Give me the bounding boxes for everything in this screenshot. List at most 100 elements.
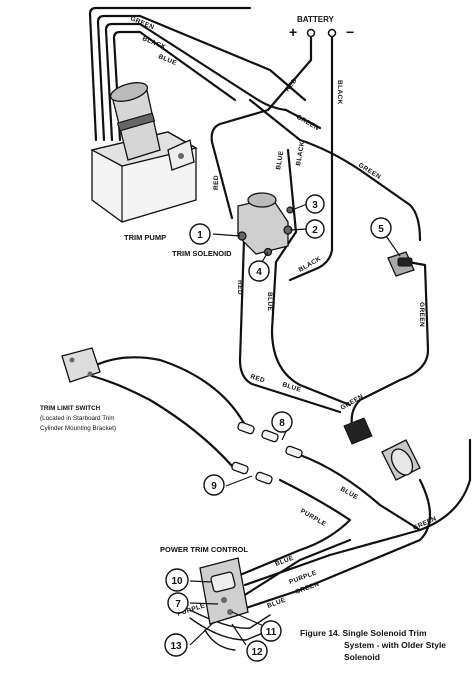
trim-sender-connector	[387, 251, 415, 277]
harness-plugs	[343, 417, 421, 481]
svg-text:7: 7	[175, 599, 181, 610]
caption-line-1: Figure 14. Single Solenoid Trim	[300, 628, 427, 638]
connector-5-plug	[397, 257, 413, 267]
trim-limit-note-2: Cylinder Mounting Bracket)	[40, 425, 116, 432]
battery-negative-terminal	[327, 28, 337, 38]
caption-line-2: System - with Older Style	[344, 640, 446, 650]
wire-blue-top	[104, 22, 322, 142]
wire-limit-switch-2	[90, 374, 234, 468]
callout-1: 1	[189, 223, 211, 245]
trim-limit-switch-label: TRIM LIMIT SWITCH	[40, 405, 101, 412]
wire-purple-lower	[238, 478, 352, 577]
bullet-connector-e	[285, 445, 303, 459]
power-trim-control: POWER TRIM CONTROL	[160, 545, 249, 625]
callout-7: 7	[167, 592, 189, 614]
wire-blue-solenoid	[270, 148, 352, 407]
control-body	[199, 557, 249, 625]
trim-pump-motor-cap	[109, 82, 149, 102]
label-red-1: RED	[284, 77, 299, 93]
wire-green-top-2	[112, 30, 237, 142]
callouts: 1 2 3 4 5 8 9 10	[164, 194, 401, 662]
wire-green-top	[88, 6, 252, 142]
wire-red-battery	[210, 34, 313, 220]
harness-plug-left	[343, 417, 373, 445]
callout-9: 9	[203, 474, 225, 496]
wire-purple-to-control	[238, 538, 352, 600]
battery-label: BATTERY	[297, 15, 335, 24]
power-trim-control-label: POWER TRIM CONTROL	[160, 545, 248, 554]
trim-solenoid-label: TRIM SOLENOID	[172, 249, 232, 258]
solenoid-cap	[247, 192, 277, 208]
wire-red-solenoid	[238, 238, 342, 414]
label-black-2: BLACK	[336, 80, 343, 105]
wire-black-battery	[288, 34, 334, 282]
bullet-connectors	[231, 421, 303, 485]
callout-3: 3	[305, 194, 325, 214]
trim-limit-note-1: (Located in Starboard Trim	[40, 415, 115, 422]
bullet-connector-a	[237, 421, 255, 435]
svg-text:13: 13	[170, 641, 182, 652]
callout-10: 10	[165, 568, 189, 592]
label-green-4: GREEN	[418, 302, 425, 327]
battery: BATTERY + −	[289, 15, 354, 40]
svg-text:2: 2	[312, 225, 318, 236]
svg-text:5: 5	[378, 224, 384, 235]
wire-blue-to-control	[243, 528, 422, 587]
label-blue-4: BLUE	[281, 381, 302, 394]
wire-green-lower	[238, 478, 431, 612]
svg-text:8: 8	[279, 418, 285, 429]
figure-caption: Figure 14. Single Solenoid Trim System -…	[300, 628, 446, 662]
trim-pump: TRIM PUMP	[90, 82, 198, 242]
wire-green-right	[248, 98, 422, 242]
label-blue-5: BLUE	[339, 486, 359, 502]
callout-4: 4	[248, 260, 270, 282]
trim-pump-label: TRIM PUMP	[124, 233, 166, 242]
label-red-2: RED	[213, 175, 220, 190]
battery-negative: −	[346, 24, 354, 40]
label-blue-1: BLUE	[157, 53, 178, 67]
callout-13: 13	[164, 633, 188, 657]
svg-text:10: 10	[171, 576, 183, 587]
callout-12: 12	[246, 640, 268, 662]
svg-text:12: 12	[251, 647, 263, 658]
bullet-connector-c	[231, 461, 249, 475]
wire-black-top	[96, 14, 307, 142]
bullet-connector-d	[255, 471, 273, 485]
trim-pump-motor-band	[116, 112, 156, 132]
callout-8: 8	[271, 411, 293, 433]
svg-text:11: 11	[266, 627, 277, 638]
wire-control-lead-1	[189, 609, 271, 629]
wire-control-lead-2	[189, 617, 276, 641]
label-green-2: GREEN	[295, 114, 320, 133]
control-switch	[210, 571, 236, 593]
bullet-connector-b	[261, 429, 279, 443]
wire-green-5	[350, 260, 430, 427]
wire-control-lead-3	[204, 629, 236, 651]
label-black-3: BLACK	[295, 141, 306, 167]
callout-11: 11	[260, 620, 282, 642]
label-red-3: RED	[236, 280, 243, 295]
wire-harness	[88, 6, 472, 651]
label-red-4: RED	[249, 373, 265, 384]
label-purple-1: PURPLE	[299, 508, 328, 529]
svg-text:4: 4	[256, 267, 262, 278]
harness-plug-right-cap	[390, 448, 414, 476]
callout-2: 2	[305, 219, 325, 239]
callout-5: 5	[370, 217, 392, 239]
label-blue-2: BLUE	[275, 150, 285, 170]
svg-text:9: 9	[211, 481, 217, 492]
label-blue-7: BLUE	[266, 597, 287, 610]
trim-solenoid: TRIM SOLENOID	[172, 192, 294, 258]
wire-blue-lower	[298, 438, 472, 532]
label-green-5: GREEN	[340, 393, 365, 412]
wire-color-labels: GREEN BLACK BLUE RED BLACK GREEN RED BLU…	[129, 15, 438, 618]
wire-limit-switch	[88, 356, 247, 427]
battery-positive-terminal	[306, 28, 316, 38]
battery-positive: +	[289, 24, 297, 40]
label-blue-3: BLUE	[266, 292, 273, 312]
svg-text:1: 1	[197, 230, 203, 241]
caption-line-3: Solenoid	[344, 652, 380, 662]
trim-limit-switch: TRIM LIMIT SWITCH (Located in Starboard …	[40, 347, 116, 432]
